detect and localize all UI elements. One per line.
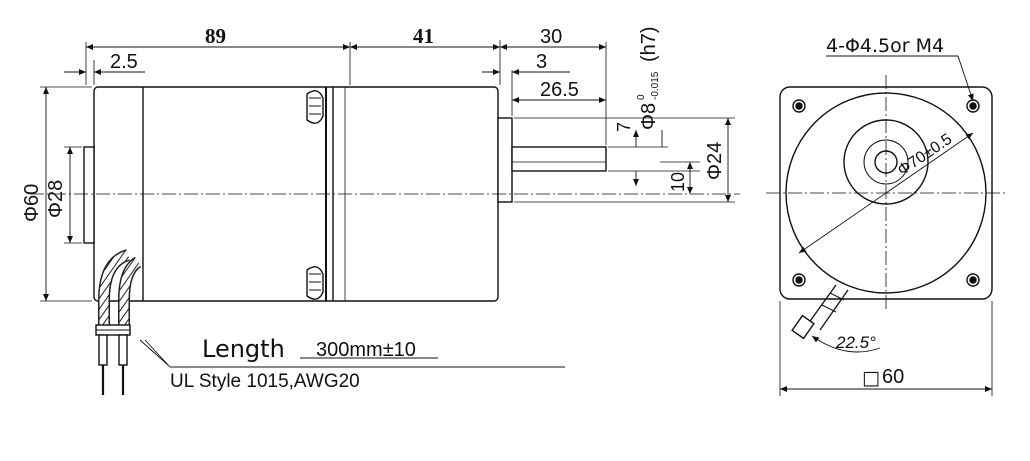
side-view (30, 40, 740, 395)
angle-label: 22.5° (835, 333, 876, 352)
screw-top (306, 90, 324, 124)
dim-2-5: 2.5 (110, 51, 138, 73)
mounting-holes (792, 99, 980, 287)
front-pilot (497, 117, 513, 203)
cable (95, 249, 142, 395)
cable-spec: UL Style 1015,AWG20 (170, 371, 360, 392)
square-size: 60 (882, 366, 904, 388)
square-symbol: □ (862, 367, 880, 389)
dim-89: 89 (205, 24, 226, 48)
dim-phi24: Φ24 (704, 142, 726, 180)
dim-phi8-group: Φ8 0 -0.015 (h7) (636, 26, 661, 130)
dim-10: 10 (668, 172, 688, 192)
dim-26-5: 26.5 (540, 79, 579, 101)
holes-spec: 4-Φ4.5or M4 (826, 35, 944, 57)
dim-phi8-tol: -0.015 (650, 71, 661, 100)
dim-phi8: Φ8 (638, 103, 660, 130)
cable-length-label: Length (202, 335, 285, 363)
pcd-line (798, 132, 974, 254)
dim-phi8-tol-top: 0 (636, 94, 647, 100)
screw-bottom (306, 266, 324, 300)
dim-7: 7 (614, 122, 634, 132)
end-view (766, 55, 1008, 396)
pcd-label: Φ70±0.5 (895, 131, 956, 180)
dim-phi28: Φ28 (45, 180, 67, 218)
dim-phi8-fit: (h7) (638, 26, 660, 62)
dim-3: 3 (536, 51, 547, 73)
dim-41: 41 (413, 24, 434, 48)
shaft (511, 146, 607, 172)
rear-boss (83, 146, 95, 244)
cable-length-value: 300mm±10 (316, 339, 416, 361)
dim-30: 30 (540, 26, 562, 48)
dim-phi60: Φ60 (21, 184, 43, 222)
